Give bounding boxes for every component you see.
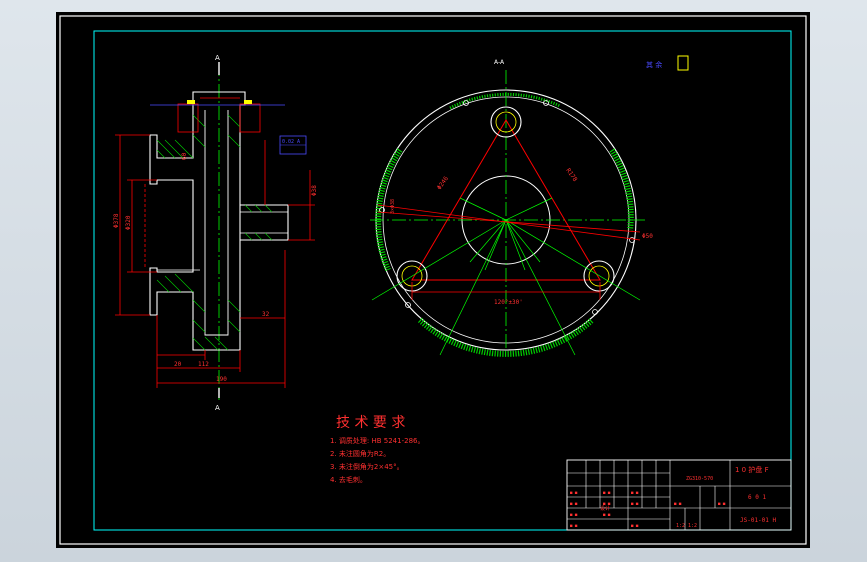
technical-requirements: 技 术 要 求 1. 调质处理: HB 5241-286。 2. 未注圆角为R2… [330, 415, 424, 484]
title-sheet: 1:2 1:2 [676, 523, 697, 529]
svg-text:■ ■: ■ ■ [631, 523, 639, 528]
plan-label-right: Φ50 [642, 233, 653, 240]
plan-view[interactable]: A-A [370, 59, 653, 357]
dim-bottom-a: 20 [174, 361, 182, 368]
roughness-label: 其 余 [646, 60, 662, 69]
title-drawing-no: JS-01-01 H [740, 517, 777, 524]
svg-text:■ ■: ■ ■ [570, 523, 578, 528]
top-flange-annotations [150, 97, 285, 133]
ring-hatch-bottom [417, 317, 595, 357]
roughness-annotation: 其 余 [646, 55, 689, 71]
svg-text:■ ■: ■ ■ [718, 501, 726, 506]
section-view[interactable]: A A [113, 54, 318, 412]
inner-frame [93, 30, 792, 531]
svg-text:■ ■: ■ ■ [603, 512, 611, 517]
dim-bottom-b: 112 [198, 361, 209, 368]
dim-left-height-2: Φ320 [125, 215, 132, 230]
section-hub-outline [240, 204, 289, 241]
ring-hatch-right [609, 148, 634, 231]
svg-text:■ ■: ■ ■ [570, 501, 578, 506]
dim-side-b: 60 [181, 152, 188, 160]
bolt-hole-right [583, 260, 615, 292]
title-part-name: 1 0 护盘 F [735, 465, 769, 474]
title-scale-row: 6 0 1 [748, 494, 766, 501]
left-dimensions [115, 134, 157, 316]
roughness-mark-icon [677, 55, 689, 71]
dim-bottom-total: 190 [216, 376, 227, 383]
svg-text:■ ■: ■ ■ [603, 501, 611, 506]
title-block-grid [567, 460, 791, 530]
plan-label-chord: 120°±30' [494, 299, 523, 306]
section-inner-wall [204, 110, 229, 336]
dim-bore: Φ38 [311, 185, 318, 196]
title-designer: 设计 [600, 505, 610, 512]
ring-hatch-top [449, 92, 561, 110]
bolt-hole-top [490, 106, 522, 138]
title-block-cell-marks: ■ ■ ■ ■ ■ ■ ■ ■ ■ ■ ■ ■ ■ ■ ■ ■ ■ ■ ■ ■ … [570, 490, 726, 528]
radial-lines [371, 197, 641, 356]
section-label-bottom: A [215, 404, 220, 412]
right-dimensions [264, 140, 315, 241]
notes-item-1: 1. 调质处理: HB 5241-286。 [330, 436, 424, 445]
bottom-dimensions [156, 250, 286, 388]
bolt-triangle [411, 119, 601, 281]
ring-hatch-left [375, 148, 403, 272]
notes-title: 技 术 要 求 [336, 415, 405, 431]
section-profile-outline [149, 91, 246, 351]
title-block-border [566, 459, 792, 531]
dim-side-a: 32 [262, 311, 270, 318]
dim-left-height-1: Φ378 [113, 213, 120, 228]
plan-view-title: A-A [494, 59, 505, 66]
svg-text:■ ■: ■ ■ [631, 501, 639, 506]
svg-text:■ ■: ■ ■ [603, 490, 611, 495]
title-material: ZG310-570 [686, 476, 713, 482]
perimeter-holes [379, 100, 635, 315]
notes-item-2: 2. 未注圆角为R2。 [330, 449, 390, 458]
svg-text:■ ■: ■ ■ [631, 490, 639, 495]
section-label-top: A [215, 54, 220, 62]
svg-text:■ ■: ■ ■ [674, 501, 682, 506]
title-block[interactable]: ■ ■ ■ ■ ■ ■ ■ ■ ■ ■ ■ ■ ■ ■ ■ ■ ■ ■ ■ ■ … [566, 459, 792, 531]
tolerance-value: 0.02 A [282, 139, 300, 145]
notes-item-4: 4. 去毛刺。 [330, 475, 367, 484]
plan-label-center-line: 3×Φ38 [390, 199, 396, 214]
section-hatching [156, 114, 273, 351]
notes-item-3: 3. 未注倒角为2×45°。 [330, 462, 404, 471]
svg-text:■ ■: ■ ■ [570, 512, 578, 517]
outer-frame [59, 15, 807, 545]
plan-leaders [377, 204, 641, 300]
svg-text:■ ■: ■ ■ [570, 490, 578, 495]
